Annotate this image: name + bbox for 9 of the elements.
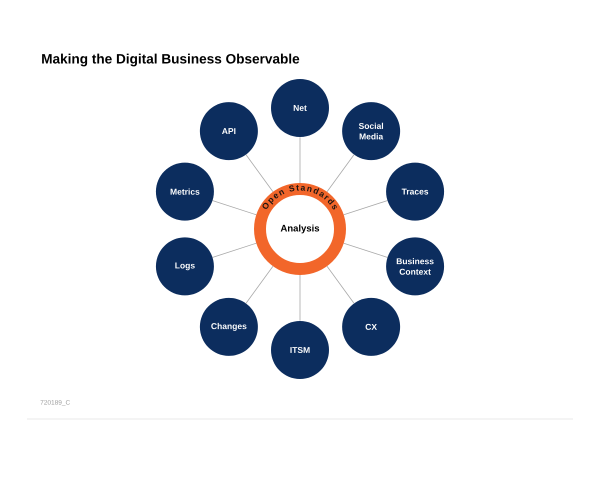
connector-line [326, 266, 354, 304]
connector-line [343, 200, 388, 216]
connector-line [246, 154, 274, 192]
title: Making the Digital Business Observable [42, 54, 300, 66]
connector-line [246, 266, 274, 304]
connector-line [326, 154, 354, 192]
connector-line [212, 200, 257, 216]
connector-line [212, 242, 257, 258]
connector-line [343, 242, 388, 258]
